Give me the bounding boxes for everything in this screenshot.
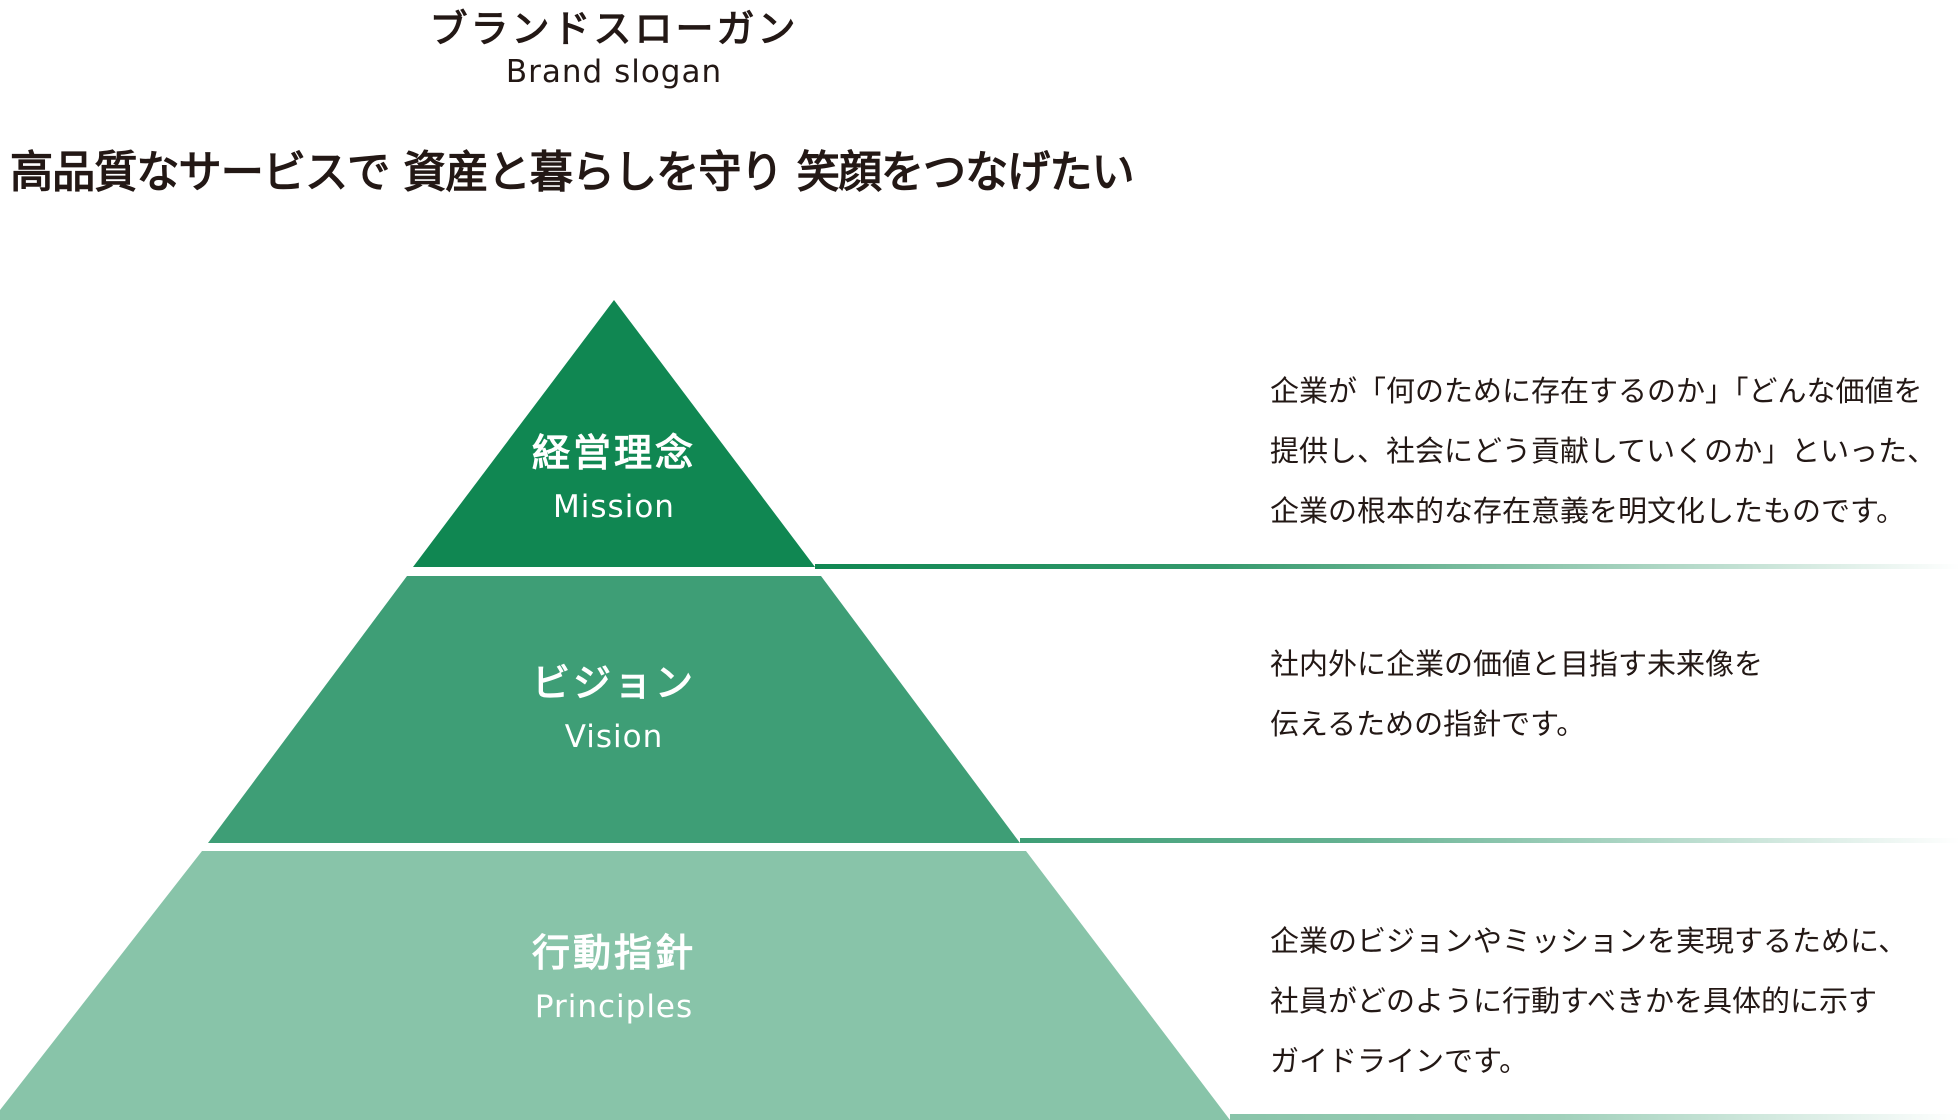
tier-label-vision: ビジョン Vision — [414, 652, 814, 755]
tier-title-ja: ビジョン — [531, 661, 696, 705]
description-line: 提供し、社会にどう貢献していくのか」といった、 — [1270, 434, 1937, 468]
tier-label-principles: 行動指針 Principles — [414, 922, 814, 1025]
section-title-ja: ブランドスローガン — [429, 7, 799, 51]
tier-title-en: Principles — [534, 989, 694, 1025]
description-line: 企業の根本的な存在意義を明文化したものです。 — [1270, 494, 1906, 528]
pyramid-tier-principles — [0, 851, 1230, 1120]
pyramid-tier-vision — [208, 576, 1020, 843]
tier-title-ja: 行動指針 — [531, 931, 696, 975]
description-line: 社内外に企業の価値と目指す未来像を — [1270, 647, 1764, 681]
description-line: 社員がどのように行動すべきかを具体的に示す — [1270, 984, 1877, 1018]
tier-title-en: Mission — [553, 489, 675, 525]
description-line: ガイドラインです。 — [1270, 1044, 1529, 1078]
tier-label-mission: 経営理念 Mission — [414, 422, 814, 525]
description-mission: 企業が「何のために存在するのか」「どんな価値を 提供し、社会にどう貢献していくの… — [1270, 361, 1936, 541]
divider-line-mission — [815, 564, 1960, 569]
description-line: 企業のビジョンやミッションを実現するために、 — [1270, 924, 1908, 958]
description-principles: 企業のビジョンやミッションを実現するために、 社員がどのように行動すべきかを具体… — [1270, 911, 1907, 1091]
divider-line-principles — [1230, 1114, 1960, 1120]
tier-title-ja: 経営理念 — [531, 431, 696, 475]
tier-title-en: Vision — [564, 719, 664, 755]
description-line: 伝えるための指針です。 — [1270, 707, 1586, 741]
description-vision: 社内外に企業の価値と目指す未来像を 伝えるための指針です。 — [1270, 634, 1763, 754]
pyramid-tier-mission — [413, 300, 815, 567]
description-line: 企業が「何のために存在するのか」「どんな価値を — [1270, 374, 1923, 408]
brand-slogan: 高品質なサービスで 資産と暮らしを守り 笑顔をつなげたい — [10, 147, 1135, 198]
section-title-en: Brand slogan — [505, 54, 723, 90]
divider-line-vision — [1020, 838, 1960, 843]
